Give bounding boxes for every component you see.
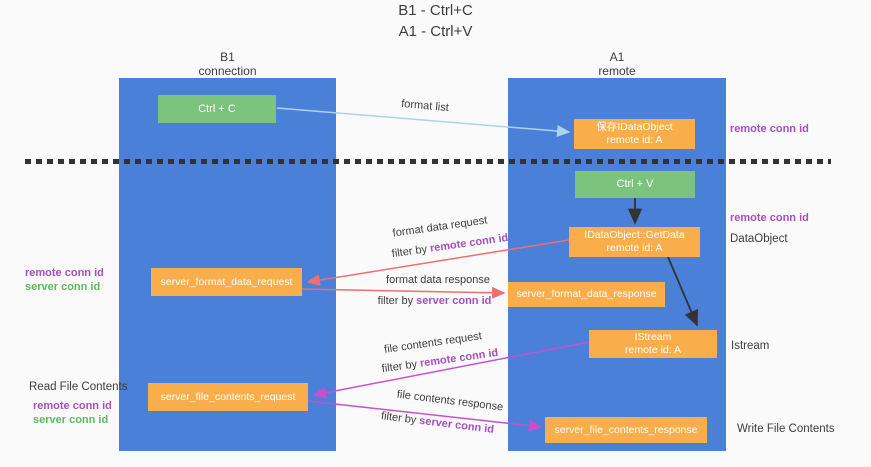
diagram-title: B1 - Ctrl+C A1 - Ctrl+V <box>0 0 871 42</box>
title-line-2: A1 - Ctrl+V <box>398 23 473 40</box>
annotation-server-conn-id-format: server conn id <box>25 281 101 293</box>
label-filter-format-response: filter by server conn id <box>372 295 497 307</box>
save-idataobject-line1: 保存IDataObject <box>596 121 673 133</box>
filter-key-remote-conn-id: remote conn id <box>419 346 499 370</box>
node-ctrl-c: Ctrl + C <box>158 95 276 123</box>
label-format-data-response: format data response <box>386 274 490 286</box>
filter-by-text: filter by <box>381 357 421 376</box>
annotation-conn-ids-file: remote conn id server conn id <box>33 399 112 427</box>
node-server-file-contents-response: server_file_contents_response <box>545 417 707 443</box>
ctrl-v-label: Ctrl + V <box>616 178 654 190</box>
annotation-remote-conn-id-format: remote conn id <box>25 267 104 279</box>
getdata-line2: remote id: A <box>606 242 663 254</box>
annotation-write-file-contents: Write File Contents <box>737 423 835 435</box>
label-filter-file-response: filter by server conn id <box>375 409 501 436</box>
title-line-1: B1 - Ctrl+C <box>398 2 473 19</box>
filter-key-server-conn-id: server conn id <box>416 295 492 307</box>
node-ctrl-v: Ctrl + V <box>575 171 695 198</box>
filter-by-text: filter by <box>380 410 421 427</box>
annotation-remote-conn-id-file: remote conn id <box>33 400 112 412</box>
filter-by-text: filter by <box>377 295 417 307</box>
annotation-remote-conn-id-mid: remote conn id <box>730 212 809 224</box>
annotation-istream: Istream <box>731 340 770 352</box>
server-file-contents-response-label: server_file_contents_response <box>554 423 698 436</box>
annotation-dataobject: DataObject <box>730 233 788 245</box>
lane-a1-role: remote <box>598 64 636 78</box>
node-save-idataobject: 保存IDataObject remote id: A <box>574 119 695 149</box>
lane-header-b1: B1 connection <box>119 50 336 78</box>
label-file-contents-response: file contents response <box>396 388 504 414</box>
node-istream: IStream remote id: A <box>589 330 717 358</box>
server-format-data-request-label: server_format_data_request <box>160 275 293 288</box>
getdata-line1: IDataObject::GetData <box>584 229 685 241</box>
lane-header-a1: A1 remote <box>508 50 726 78</box>
node-server-file-contents-request: server_file_contents_request <box>148 383 308 411</box>
istream-line2: remote id: A <box>624 344 682 356</box>
node-server-format-data-request: server_format_data_request <box>151 268 302 296</box>
filter-key-remote-conn-id: remote conn id <box>429 231 509 255</box>
save-idataobject-line2: remote id: A <box>606 134 663 146</box>
lane-b1-name: B1 <box>220 50 235 64</box>
label-format-list: format list <box>400 97 450 115</box>
lane-a1-name: A1 <box>609 50 625 64</box>
annotation-server-conn-id-file: server conn id <box>33 414 109 426</box>
ctrl-c-label: Ctrl + C <box>198 102 236 115</box>
annotation-remote-conn-id-top: remote conn id <box>730 123 809 135</box>
lane-b1-role: connection <box>198 64 257 78</box>
filter-key-server-conn-id: server conn id <box>418 414 495 436</box>
server-file-contents-request-label: server_file_contents_request <box>160 390 296 403</box>
filter-by-text: filter by <box>391 242 431 261</box>
istream-line1: IStream <box>634 331 672 343</box>
server-format-data-response-label: server_format_data_response <box>516 288 657 300</box>
node-idataobject-getdata: IDataObject::GetData remote id: A <box>569 227 700 257</box>
annotation-read-file-contents: Read File Contents <box>29 381 128 393</box>
annotation-conn-ids-format: remote conn id server conn id <box>25 266 104 294</box>
node-server-format-data-response: server_format_data_response <box>508 282 665 307</box>
copy-paste-separator-dashed-line <box>25 159 831 164</box>
